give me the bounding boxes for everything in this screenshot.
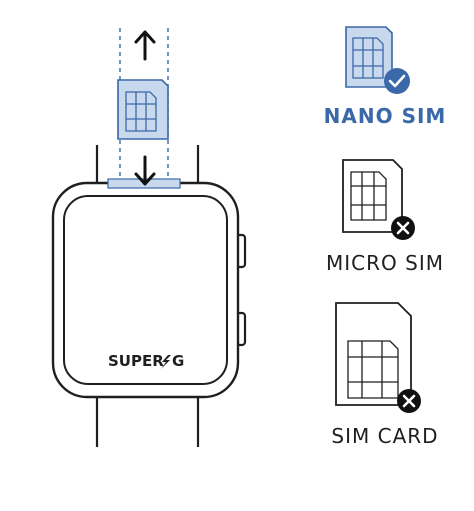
checkmark-icon — [384, 68, 410, 94]
watch-top-strap — [95, 145, 200, 183]
micro-sim-cross-icon — [391, 216, 415, 240]
nano-sim-inserting — [117, 79, 169, 140]
arrow-up-icon — [134, 30, 156, 61]
watch-bottom-strap — [95, 395, 200, 447]
arrow-down-icon — [134, 155, 156, 186]
micro-sim-icon — [342, 159, 403, 233]
sim-card-label: SIM CARD — [331, 424, 439, 448]
sim-card-cross-icon — [397, 389, 421, 413]
micro-sim-label: MICRO SIM — [326, 251, 444, 275]
nano-sim-label: NANO SIM — [323, 104, 447, 128]
brand-suffix-text: G — [172, 352, 184, 370]
brand-text: SUPER — [108, 352, 164, 370]
watch-screen — [63, 195, 228, 385]
lightning-bolt-icon — [161, 355, 171, 369]
sim-card-icon — [335, 302, 412, 406]
watch-brand-logo: SUPER G — [108, 352, 184, 370]
nano-sim-icon — [345, 26, 393, 88]
